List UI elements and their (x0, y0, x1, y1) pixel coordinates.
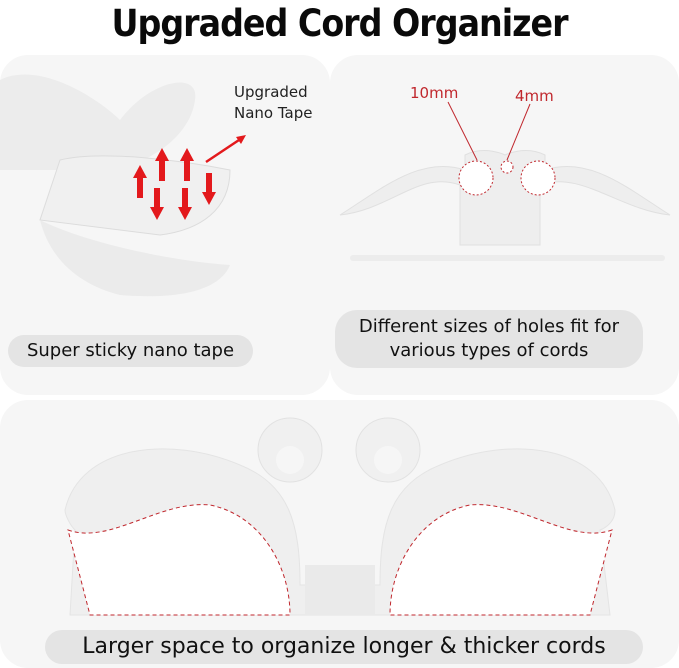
hole-size-10mm-label: 10mm (410, 84, 459, 102)
organizer-perspective-image (64, 417, 616, 616)
arrow-up-icons (133, 148, 194, 198)
holes-caption: Different sizes of holes fit for various… (335, 310, 643, 368)
organizer-side-view-image (0, 74, 246, 297)
nano-tape-callout-line2: Nano Tape (234, 104, 313, 122)
holes-caption-line2: various types of cords (389, 340, 589, 361)
page-title: Upgraded Cord Organizer (111, 2, 569, 45)
nano-tape-callout-line1: Upgraded (234, 83, 308, 101)
organizer-front-view-image (339, 101, 671, 261)
hole-size-4mm-label: 4mm (515, 87, 554, 105)
nano-tape-caption: Super sticky nano tape (8, 335, 253, 367)
holes-caption-line1: Different sizes of holes fit for (358, 316, 620, 337)
arrow-down-icons (150, 173, 216, 220)
space-caption: Larger space to organize longer & thicke… (45, 630, 643, 664)
